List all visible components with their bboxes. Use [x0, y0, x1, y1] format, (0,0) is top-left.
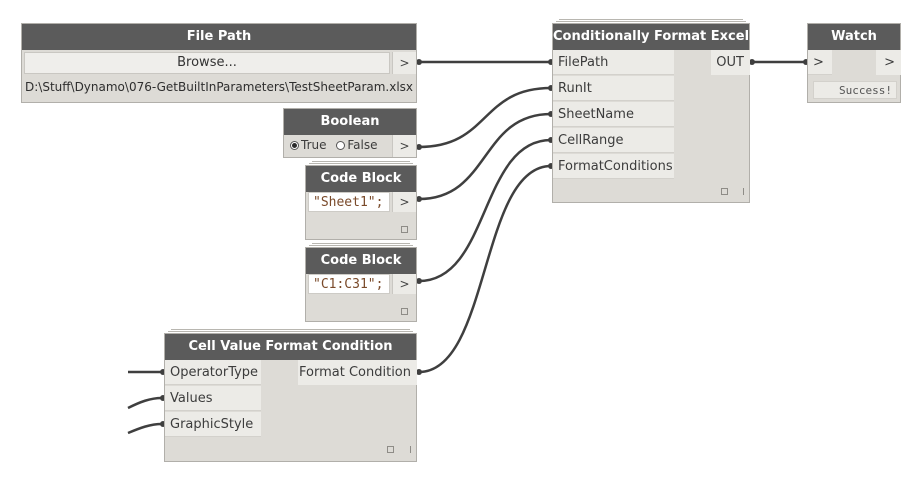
- code-block-range-output-port[interactable]: >: [392, 274, 416, 294]
- input-port-runit[interactable]: RunIt: [553, 76, 674, 101]
- cellrange-input-dot[interactable]: [548, 137, 554, 143]
- input-port-formatconditions[interactable]: FormatConditions: [553, 154, 674, 179]
- boolean-output-port[interactable]: >: [392, 135, 416, 157]
- input-port-cellrange[interactable]: CellRange: [553, 128, 674, 153]
- file-path-output-port[interactable]: >: [392, 52, 416, 74]
- code-block-sheet-preview-toggle[interactable]: [401, 226, 408, 233]
- operatortype-input-dot[interactable]: [160, 369, 166, 375]
- input-port-sheetname[interactable]: SheetName: [553, 102, 674, 127]
- cell-value-lacing-indicator: [410, 446, 411, 453]
- false-radio[interactable]: False: [336, 138, 377, 152]
- browse-button-label: Browse...: [177, 55, 237, 70]
- conditionally-format-excel-title: Conditionally Format Excel: [553, 24, 749, 50]
- graphicstyle-input-dot[interactable]: [160, 421, 166, 427]
- file-path-output-dot[interactable]: [416, 59, 422, 65]
- input-port-filepath[interactable]: FilePath: [553, 50, 674, 75]
- code-block-range-editor[interactable]: "C1:C31";: [308, 274, 390, 294]
- watch-input-port[interactable]: >: [808, 50, 832, 75]
- runit-input-dot[interactable]: [548, 85, 554, 91]
- file-path-node[interactable]: File Path Browse... > D:\Stuff\Dynamo\07…: [21, 23, 417, 103]
- input-port-operatortype[interactable]: OperatorType: [165, 360, 261, 385]
- boolean-output-dot[interactable]: [416, 144, 422, 150]
- true-radio[interactable]: True: [290, 138, 327, 152]
- cell-value-preview-toggle[interactable]: [387, 446, 394, 453]
- out-output-dot[interactable]: [749, 59, 755, 65]
- true-radio-label: True: [301, 138, 327, 152]
- input-port-values[interactable]: Values: [165, 386, 261, 411]
- format-condition-output-dot[interactable]: [416, 369, 422, 375]
- sheetname-input-dot[interactable]: [548, 111, 554, 117]
- conditionally-format-lacing-indicator: [743, 188, 744, 195]
- true-radio-icon: [290, 141, 299, 150]
- watch-input-dot[interactable]: [803, 59, 809, 65]
- file-path-title: File Path: [22, 24, 416, 50]
- boolean-node[interactable]: Boolean True False >: [283, 108, 417, 158]
- cell-value-format-condition-node[interactable]: Cell Value Format Condition OperatorType…: [164, 329, 417, 462]
- code-block-sheet-output-port[interactable]: >: [392, 192, 416, 212]
- output-port-out[interactable]: OUT: [711, 50, 750, 75]
- boolean-title: Boolean: [284, 109, 416, 135]
- wire-values: [127, 396, 163, 410]
- conditionally-format-preview-toggle[interactable]: [721, 188, 728, 195]
- filepath-input-dot[interactable]: [548, 59, 554, 65]
- file-path-value: D:\Stuff\Dynamo\076-GetBuiltInParameters…: [25, 80, 414, 94]
- watch-title: Watch: [808, 24, 900, 50]
- wire-cellrange: [418, 138, 552, 283]
- code-block-sheet-title: Code Block: [306, 166, 416, 192]
- browse-button[interactable]: Browse...: [24, 52, 390, 74]
- code-block-sheet-editor[interactable]: "Sheet1";: [308, 192, 390, 212]
- cell-value-format-condition-title: Cell Value Format Condition: [165, 334, 416, 360]
- false-radio-label: False: [347, 138, 378, 152]
- input-port-graphicstyle[interactable]: GraphicStyle: [165, 412, 261, 437]
- code-block-range-preview-toggle[interactable]: [401, 308, 408, 315]
- wire-runit: [418, 86, 552, 149]
- output-port-format-condition[interactable]: Format Condition: [298, 360, 417, 385]
- watch-node[interactable]: Watch > > Success!: [807, 23, 901, 103]
- formatconditions-input-dot[interactable]: [548, 163, 554, 169]
- boolean-options: True False: [290, 138, 377, 152]
- wire-formatconditions: [418, 164, 552, 374]
- watch-output-port[interactable]: >: [876, 50, 901, 75]
- wire-graphicstyle: [127, 422, 163, 435]
- false-radio-icon: [336, 141, 346, 150]
- code-block-sheet-output-dot[interactable]: [416, 196, 422, 202]
- conditionally-format-excel-node[interactable]: Conditionally Format Excel FilePath RunI…: [552, 19, 750, 203]
- wire-sheetname: [418, 112, 552, 201]
- code-block-range-output-dot[interactable]: [416, 278, 422, 284]
- watch-value: Success!: [813, 81, 897, 99]
- code-block-range-title: Code Block: [306, 248, 416, 274]
- code-block-sheet-node[interactable]: Code Block "Sheet1"; >: [305, 161, 417, 240]
- code-block-range-node[interactable]: Code Block "C1:C31"; >: [305, 243, 417, 322]
- values-input-dot[interactable]: [160, 395, 166, 401]
